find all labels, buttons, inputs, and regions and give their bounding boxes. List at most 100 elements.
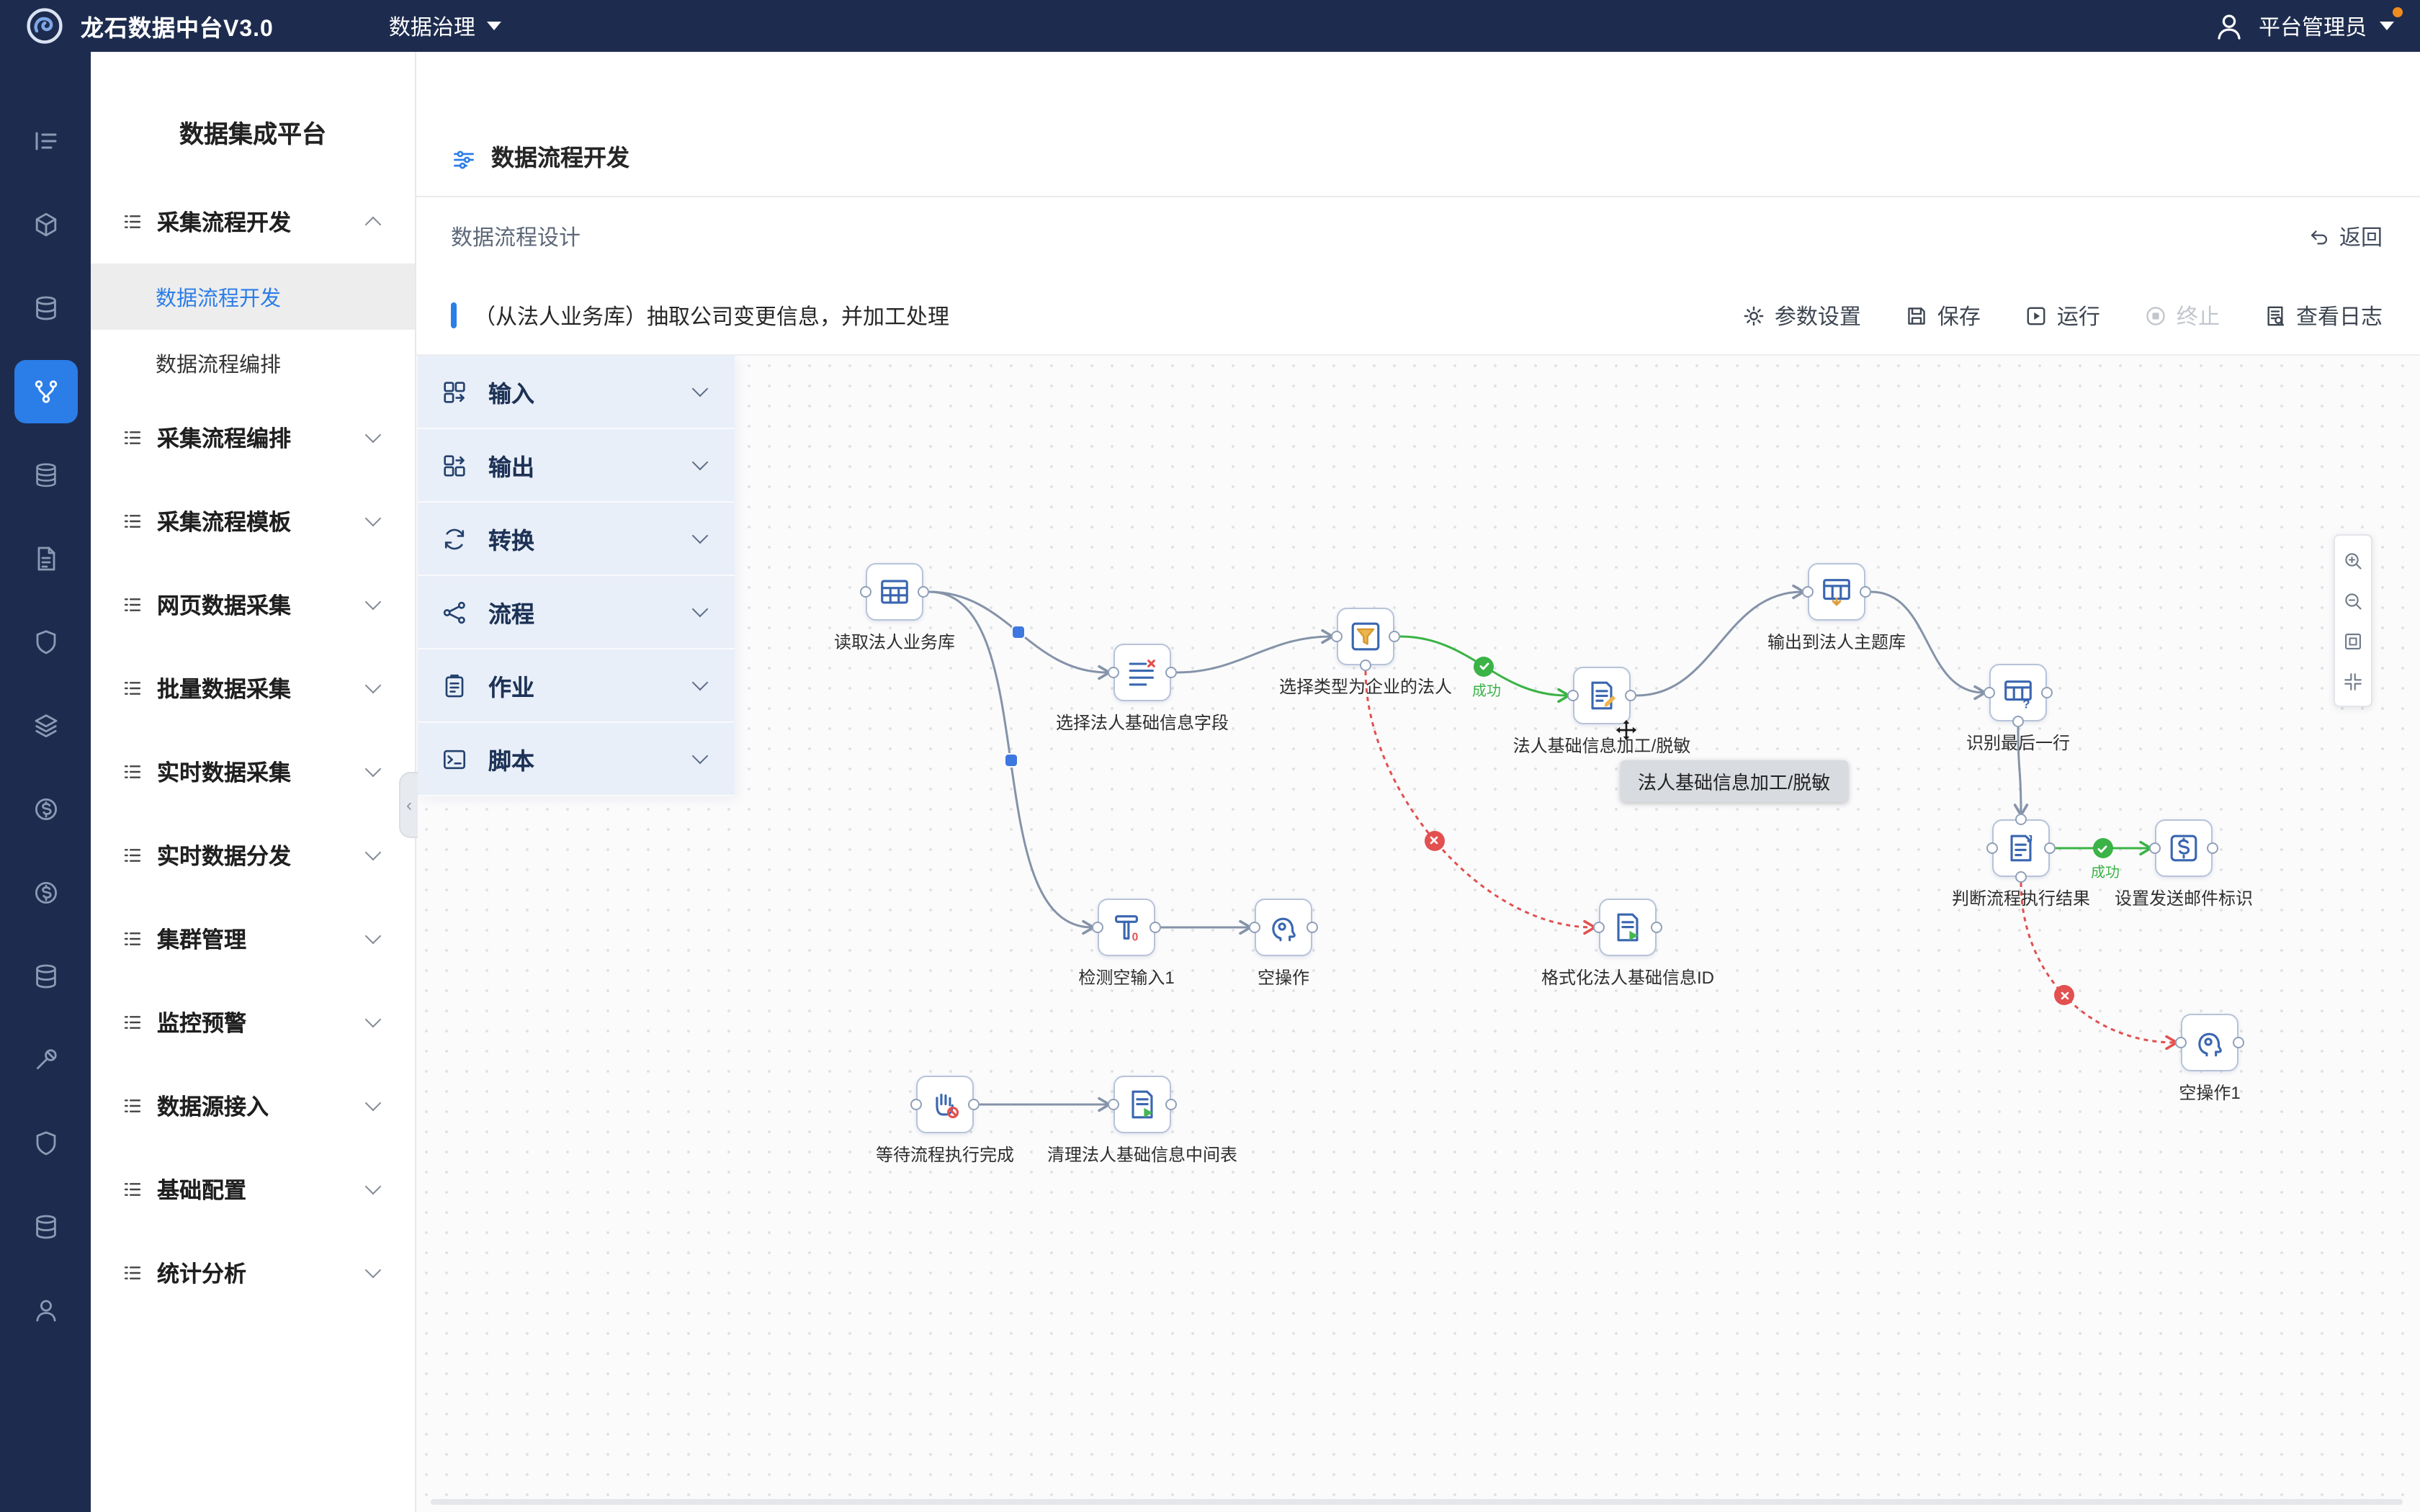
- sidebar-item-1[interactable]: 采集流程编排: [91, 396, 415, 480]
- action-save-button[interactable]: 保存: [1904, 300, 1981, 330]
- node-port[interactable]: [2207, 842, 2218, 854]
- rail-item-14[interactable]: [14, 1279, 77, 1342]
- rail-item-11[interactable]: [14, 1028, 77, 1092]
- rail-item-8[interactable]: [14, 778, 77, 841]
- sidebar-subitem-0-0[interactable]: 数据流程开发: [91, 264, 415, 330]
- node-port[interactable]: [1567, 690, 1579, 701]
- user-menu[interactable]: 平台管理员: [2213, 9, 2394, 42]
- action-gear-button[interactable]: 参数设置: [1742, 300, 1861, 330]
- node-port[interactable]: [1651, 922, 1662, 933]
- node-port[interactable]: [1986, 842, 1998, 854]
- node-port[interactable]: [2041, 687, 2053, 698]
- flow-canvas[interactable]: 输入输出转换流程作业脚本 法人基础信息加工/脱敏 读取法人业务库选择法人基础信息…: [416, 354, 2420, 1512]
- node-port[interactable]: [1984, 687, 1995, 698]
- status-error-icon: [2054, 985, 2075, 1006]
- node-port[interactable]: [1249, 922, 1260, 933]
- rail-item-2[interactable]: [14, 276, 77, 340]
- node-port[interactable]: [1625, 690, 1636, 701]
- compress-button[interactable]: [2334, 661, 2372, 701]
- zoomin-button[interactable]: [2334, 540, 2372, 580]
- sidebar-collapse-handle[interactable]: ‹: [399, 772, 418, 838]
- rail-item-0[interactable]: [14, 109, 77, 173]
- palette-group-2[interactable]: 转换: [418, 503, 735, 576]
- rail-item-9[interactable]: [14, 861, 77, 924]
- zoomout-button[interactable]: [2334, 580, 2372, 621]
- node-port[interactable]: [1165, 1099, 1177, 1110]
- sidebar-item-8[interactable]: 监控预警: [91, 981, 415, 1064]
- node-port[interactable]: [1802, 586, 1814, 598]
- node-port[interactable]: [2012, 716, 2024, 727]
- sidebar-subitem-0-1[interactable]: 数据流程编排: [156, 354, 281, 377]
- sidebar-item-9[interactable]: 数据源接入: [91, 1064, 415, 1148]
- palette-group-3[interactable]: 流程: [418, 576, 735, 649]
- palette-group-1[interactable]: 输出: [418, 429, 735, 503]
- head-icon: [1266, 910, 1301, 945]
- node-port[interactable]: [1092, 922, 1103, 933]
- sidebar-item-5[interactable]: 实时数据采集: [91, 730, 415, 814]
- node-port[interactable]: [1165, 667, 1177, 678]
- sidebar-item-10[interactable]: 基础配置: [91, 1148, 415, 1231]
- flow-node-n2[interactable]: 选择法人基础信息字段: [1056, 644, 1229, 733]
- node-port[interactable]: [1108, 1099, 1119, 1110]
- node-port[interactable]: [2015, 814, 2027, 825]
- palette-group-5[interactable]: 脚本: [418, 723, 735, 796]
- sidebar-item-7[interactable]: 集群管理: [91, 897, 415, 981]
- node-port[interactable]: [1860, 586, 1871, 598]
- action-log-button[interactable]: 查看日志: [2263, 300, 2383, 330]
- rail-item-4[interactable]: [14, 444, 77, 507]
- rail-item-5[interactable]: [14, 527, 77, 590]
- palette-group-0[interactable]: 输入: [418, 356, 735, 429]
- flow-node-n7[interactable]: 判断流程执行结果: [1952, 814, 2090, 909]
- flow-node-n6[interactable]: 识别最后一行: [1966, 664, 2070, 753]
- node-port[interactable]: [1331, 631, 1343, 642]
- sidebar-item-6[interactable]: 实时数据分发: [91, 814, 415, 897]
- palette-group-4[interactable]: 作业: [418, 649, 735, 723]
- node-port[interactable]: [1108, 667, 1119, 678]
- node-port[interactable]: [1307, 922, 1318, 933]
- back-button[interactable]: 返回: [2308, 222, 2383, 252]
- node-port[interactable]: [860, 586, 871, 598]
- rail-item-12[interactable]: [14, 1112, 77, 1175]
- flow-node-n14[interactable]: 清理法人基础信息中间表: [1047, 1076, 1237, 1165]
- action-run-button[interactable]: 运行: [2024, 300, 2100, 330]
- rail-item-10[interactable]: [14, 945, 77, 1008]
- rail-item-6[interactable]: [14, 611, 77, 674]
- flow-node-n1[interactable]: 读取法人业务库: [834, 563, 955, 652]
- rail-item-3[interactable]: [14, 360, 77, 423]
- sidebar-item-2[interactable]: 采集流程模板: [91, 480, 415, 563]
- flow-node-n3[interactable]: 选择类型为企业的法人: [1279, 608, 1452, 697]
- horizontal-scrollbar[interactable]: [431, 1499, 2403, 1505]
- node-port[interactable]: [1150, 922, 1161, 933]
- node-port[interactable]: [2044, 842, 2056, 854]
- flow-node-n13[interactable]: 等待流程执行完成: [876, 1076, 1014, 1165]
- sidebar-item-11[interactable]: 统计分析: [91, 1231, 415, 1315]
- node-port[interactable]: [2015, 871, 2027, 883]
- flow-node-n12[interactable]: 格式化法人基础信息ID: [1541, 899, 1714, 988]
- flow-node-n5[interactable]: 输出到法人主题库: [1767, 563, 1906, 652]
- node-port[interactable]: [2233, 1037, 2244, 1048]
- fit-button[interactable]: [2334, 621, 2372, 661]
- flow-node-n4[interactable]: 法人基础信息加工/脱敏: [1513, 667, 1690, 756]
- node-port[interactable]: [2175, 1037, 2187, 1048]
- flow-node-n11[interactable]: 空操作: [1249, 899, 1318, 988]
- chevron-down-icon: [691, 454, 709, 471]
- node-port[interactable]: [1360, 660, 1371, 671]
- sidebar-item-4[interactable]: 批量数据采集: [91, 647, 415, 730]
- rail-item-13[interactable]: [14, 1195, 77, 1259]
- node-port[interactable]: [2149, 842, 2161, 854]
- nav-dropdown[interactable]: 数据治理: [389, 11, 501, 41]
- node-port[interactable]: [910, 1099, 922, 1110]
- rail-item-7[interactable]: [14, 694, 77, 757]
- node-port[interactable]: [968, 1099, 980, 1110]
- node-port[interactable]: [1389, 631, 1400, 642]
- rail-item-1[interactable]: [14, 193, 77, 256]
- sidebar-item-0[interactable]: 采集流程开发: [91, 180, 415, 264]
- flow-edge: [1364, 670, 1597, 935]
- sidebar-item-3[interactable]: 网页数据采集: [91, 563, 415, 647]
- flow-node-n8[interactable]: 设置发送邮件标识: [2115, 819, 2253, 909]
- action-stop-button[interactable]: 终止: [2143, 300, 2220, 330]
- flow-node-n9[interactable]: 空操作1: [2175, 1014, 2244, 1103]
- node-port[interactable]: [1593, 922, 1605, 933]
- node-port[interactable]: [918, 586, 929, 598]
- flow-node-n10[interactable]: 检测空输入1: [1078, 899, 1175, 988]
